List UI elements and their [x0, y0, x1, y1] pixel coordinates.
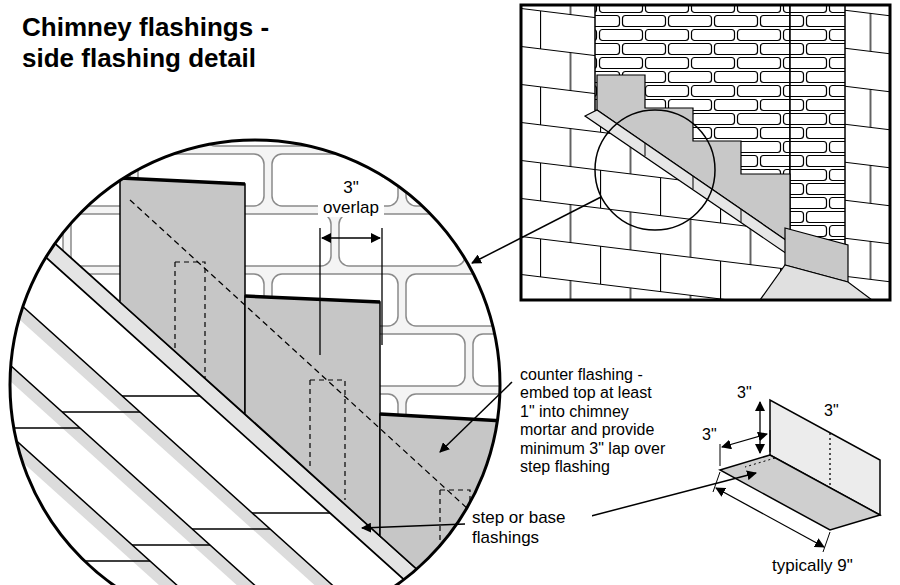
detail-pointer: [472, 197, 601, 263]
hidden-step-flashing: [175, 262, 470, 585]
hidden-line: [745, 458, 775, 467]
dimension-label: 3": [700, 426, 719, 444]
dimension-label: 3" overlap: [318, 178, 384, 217]
dimension-line: [716, 488, 824, 547]
dimension-extension: [320, 228, 382, 355]
detail-marker: [595, 110, 715, 230]
dimension-label: 3": [735, 384, 754, 402]
flashing-horizontal-flange: [720, 455, 880, 530]
dimension-label: typically 9": [770, 556, 855, 576]
roof: [521, 5, 890, 300]
chimney-front: [790, 5, 845, 262]
dimension-extension: [720, 430, 770, 466]
leader-line: [572, 473, 756, 521]
dimension-extension: [713, 472, 830, 552]
callout-note: step or base flashings: [470, 508, 592, 547]
inset-frame: [521, 5, 890, 300]
leader-line: [440, 382, 512, 452]
inset-view: [521, 5, 890, 300]
dimension-guide: [829, 433, 830, 488]
diagram-title: Chimney flashings - side flashing detail: [22, 12, 284, 74]
dimension-line: [322, 237, 380, 239]
step-flashing-joint: [645, 143, 741, 222]
callout-note: counter flashing - embed top at least 1"…: [518, 366, 672, 476]
hidden-line: [130, 200, 480, 520]
chimney-side: [595, 5, 790, 245]
counter-flashing: [597, 75, 790, 243]
counter-flashing: [245, 296, 380, 536]
base-flashing-apron: [760, 265, 872, 300]
detail-circle: [10, 140, 500, 585]
counter-flashing: [380, 414, 520, 585]
dimension-label: 3": [822, 402, 841, 420]
counter-flashing: [120, 178, 245, 414]
embedded-edge: [120, 178, 520, 422]
step-flashing: [585, 110, 790, 256]
dimension-line: [759, 402, 760, 453]
leader-line: [362, 524, 465, 528]
